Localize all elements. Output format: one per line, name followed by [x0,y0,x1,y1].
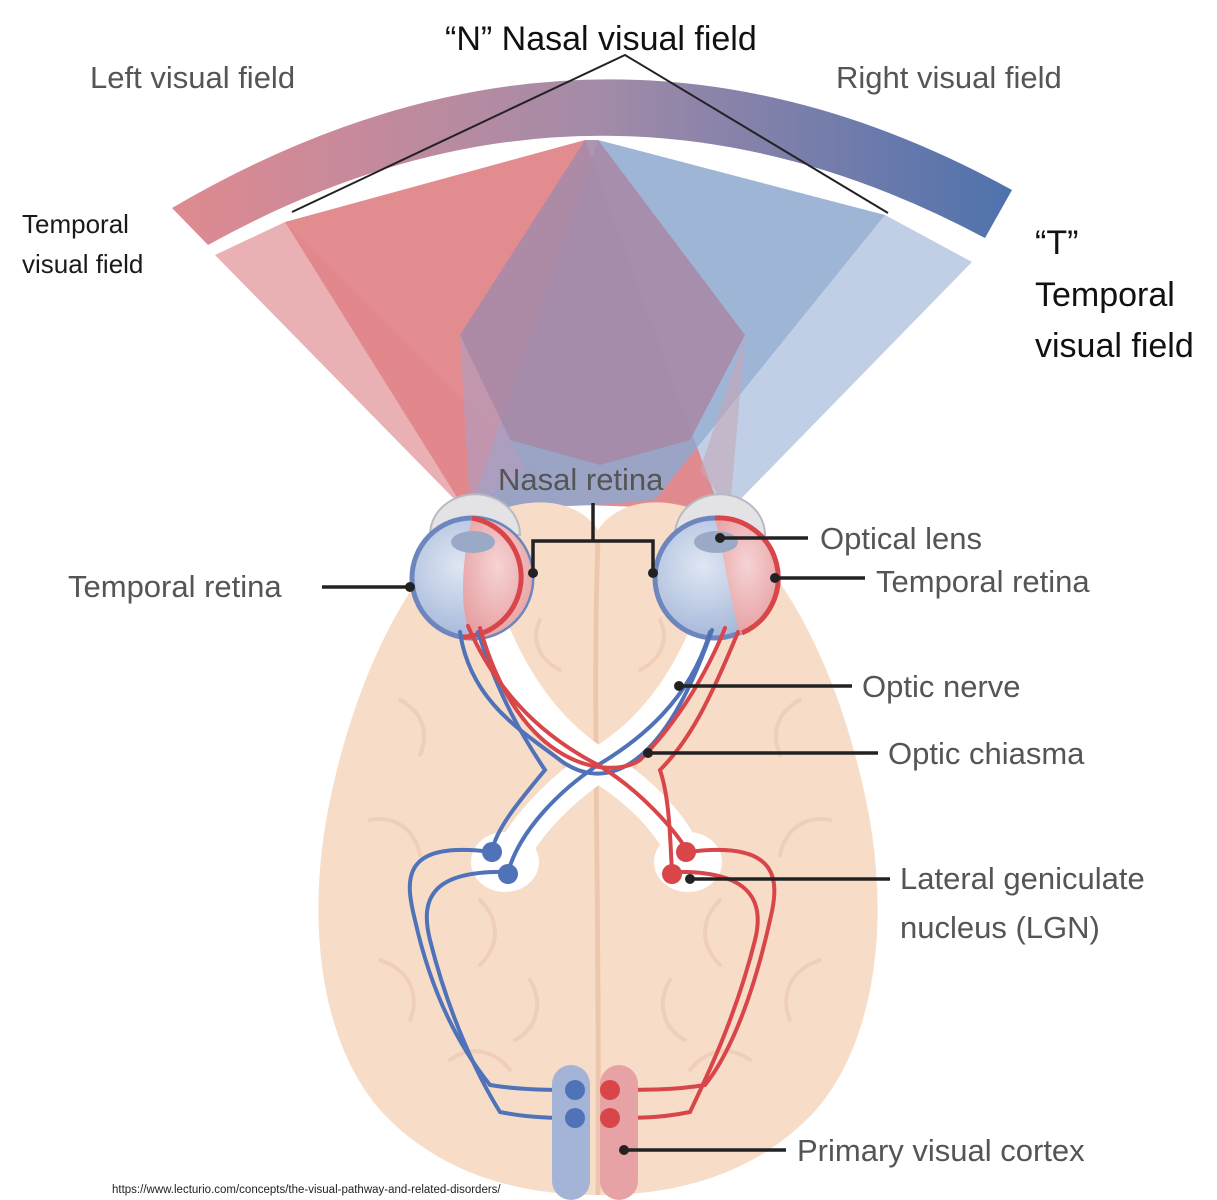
optical-lens-label: Optical lens [820,521,982,556]
temporal-visual-field-left-label-line1: Temporal [22,209,129,239]
right-visual-field-label: Right visual field [836,60,1062,95]
temporal-visual-field-right-label-line1: “T” [1035,224,1078,262]
brain [318,502,878,1196]
temporal-visual-field-left-label-line2: visual field [22,249,143,279]
primary-visual-cortex-label: Primary visual cortex [797,1133,1085,1168]
optic-nerve-label: Optic nerve [862,669,1021,704]
nasal-visual-field-label: “N” Nasal visual field [445,20,757,58]
temporal-retina-right-label: Temporal retina [876,564,1090,599]
temporal-visual-field-right-label-line3: visual field [1035,327,1194,365]
temporal-retina-left-label: Temporal retina [68,569,282,604]
visual-field-arc [172,79,1012,245]
primary-visual-cortex-bars [552,1065,638,1200]
nasal-field-callout-lines [291,53,889,214]
lgn-label-line2: nucleus (LGN) [900,910,1100,945]
leader-lines [322,503,890,1155]
optic-chiasma-label: Optic chiasma [888,736,1085,771]
visual-field-cones [215,140,972,510]
temporal-visual-field-right-label-line2: Temporal [1035,276,1175,314]
left-eye [409,493,535,641]
left-visual-field-label: Left visual field [90,60,295,95]
lgn-dots [482,842,696,884]
nasal-retina-label: Nasal retina [498,462,664,497]
source-url-caption: https://www.lecturio.com/concepts/the-vi… [112,1184,501,1196]
lgn-label-line1: Lateral geniculate [900,861,1145,896]
right-eye [652,493,781,641]
